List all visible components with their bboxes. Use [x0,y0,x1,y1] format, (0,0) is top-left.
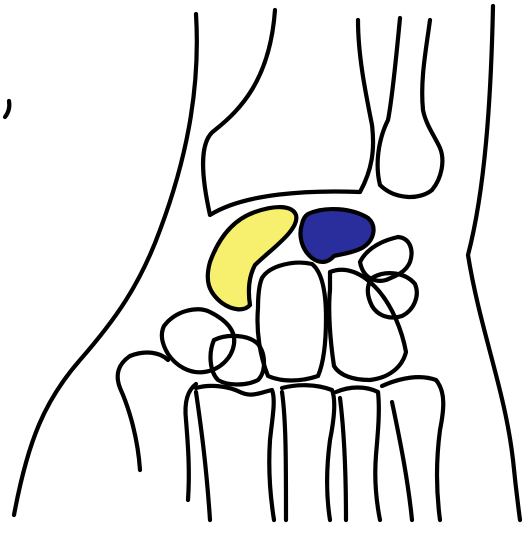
radius-outline [203,10,373,215]
trapezoid-bone [211,336,264,385]
capitate-bone [257,263,326,381]
metacarpal-5 [382,377,443,520]
forearm-outline-left [14,14,197,515]
ulna-outline [378,18,443,197]
metacarpal-1 [118,353,168,470]
metacarpal-5-left [392,402,412,520]
metacarpal-1-inner [185,384,196,500]
metacarpal-2-left [196,392,210,520]
forearm-outline-right [468,6,520,520]
lunate-bone [300,209,373,262]
metacarpal-4-left [340,398,346,520]
metacarpal-3 [282,385,334,520]
trapezium-bone [162,309,234,372]
stray-comma-mark [5,101,9,117]
scaphoid-bone [208,207,297,309]
metacarpal-3-left [282,392,286,520]
